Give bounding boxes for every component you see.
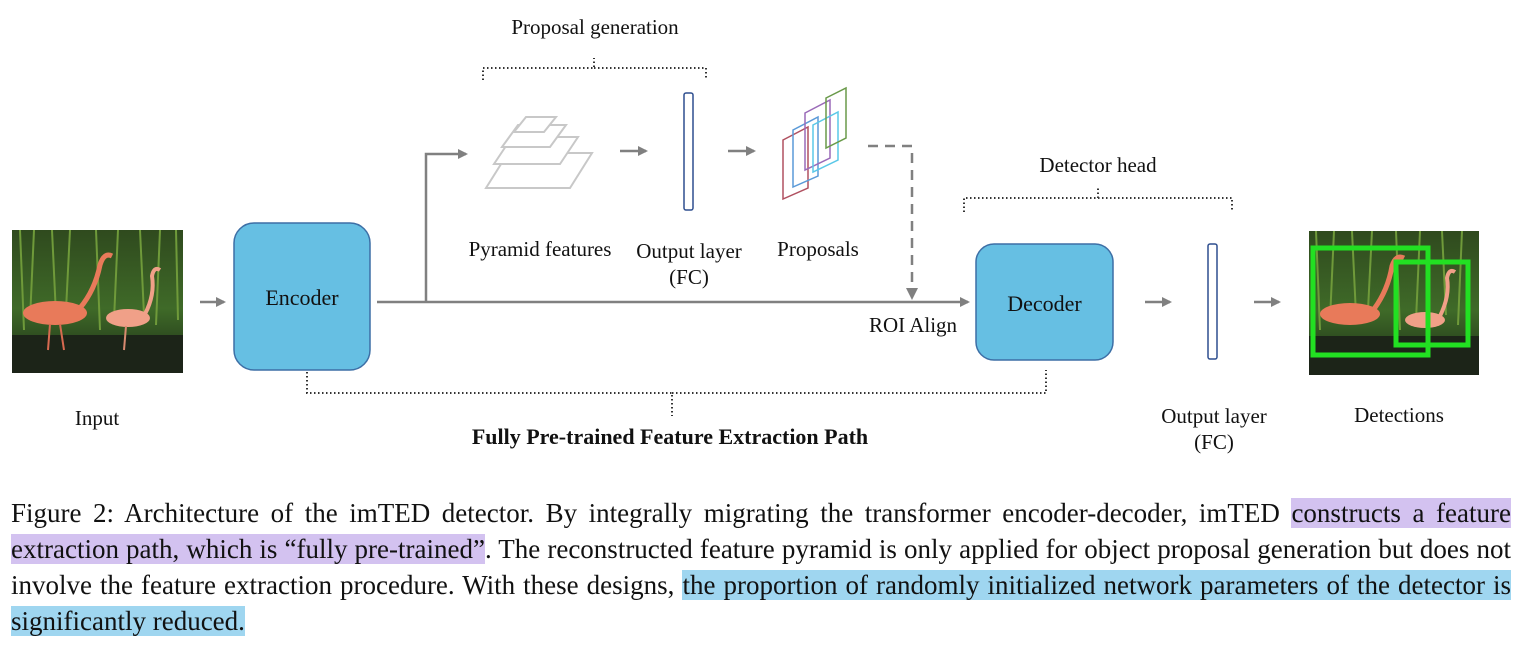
architecture-diagram: [12, 58, 1479, 416]
arrow-branch-pyramid: [424, 149, 468, 302]
label-roi-align: ROI Align: [868, 313, 958, 337]
caption-part2: . The reconstructed feature pyramid is o…: [11, 534, 1511, 600]
pyramid-features-icon: [484, 116, 594, 189]
label-output-layer: Output layer (FC): [620, 238, 758, 291]
input-image: [12, 229, 183, 373]
brace-feature-path: [306, 370, 1047, 416]
label-detector-head: Detector head: [1039, 153, 1157, 177]
caption-part1: Figure 2: Architecture of the imTED dete…: [11, 498, 1292, 528]
label-output-layer-line2: (FC): [669, 265, 709, 290]
label-proposals: Proposals: [777, 237, 859, 261]
label-encoder: Encoder: [265, 285, 339, 310]
label-proposal-generation: Proposal generation: [511, 15, 679, 39]
detection-box-2: [1393, 259, 1471, 348]
label-detections: Detections: [1354, 403, 1444, 427]
dashed-arrowhead: [906, 288, 918, 300]
detection-box-1: [1310, 245, 1431, 358]
figure-caption: Figure 2: Architecture of the imTED dete…: [11, 495, 1511, 639]
label-output-layer-line1: Output layer: [636, 239, 742, 263]
label-pyramid-features: Pyramid features: [468, 237, 612, 261]
label-output-layer2-line2: (FC): [1194, 430, 1234, 455]
label-decoder: Decoder: [1007, 291, 1082, 316]
proposals-icon: [782, 86, 847, 201]
decoder-box: [975, 243, 1114, 361]
dashed-proposals-roi: [868, 144, 914, 290]
label-output-layer2-line1: Output layer: [1161, 404, 1267, 428]
brace-detector-head: [963, 188, 1233, 212]
brace-proposal-generation: [482, 58, 707, 80]
output-layer2-bar: [1207, 243, 1218, 360]
detections-image: [1309, 230, 1479, 375]
label-path-title: Fully Pre-trained Feature Extraction Pat…: [471, 424, 869, 449]
label-output-layer-2: Output layer (FC): [1145, 403, 1283, 456]
output-layer-bar: [683, 92, 694, 211]
encoder-box: [233, 222, 371, 371]
label-input: Input: [74, 406, 120, 430]
